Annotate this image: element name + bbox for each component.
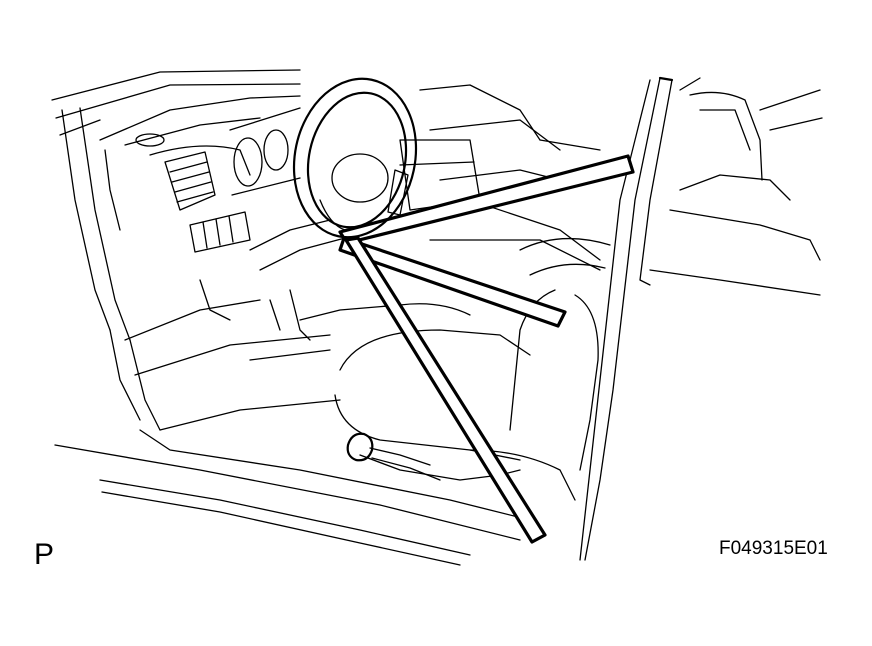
floor-lines (124, 299, 341, 431)
seat-lever-icon (346, 432, 441, 481)
steering-column (199, 219, 346, 341)
rear-seat-lines (649, 77, 823, 296)
door-sill (54, 429, 531, 566)
steering-wheel-icon (292, 77, 418, 239)
door-frame-lines (61, 107, 161, 431)
seat-belt-strap-icon (338, 154, 635, 544)
air-vent (135, 133, 216, 211)
figure-code-label: F049315E01 (719, 538, 828, 559)
door-pillar (579, 76, 674, 561)
instrument-cluster (229, 107, 301, 196)
switch-panel (189, 211, 251, 253)
view-letter-label: P (34, 538, 55, 571)
